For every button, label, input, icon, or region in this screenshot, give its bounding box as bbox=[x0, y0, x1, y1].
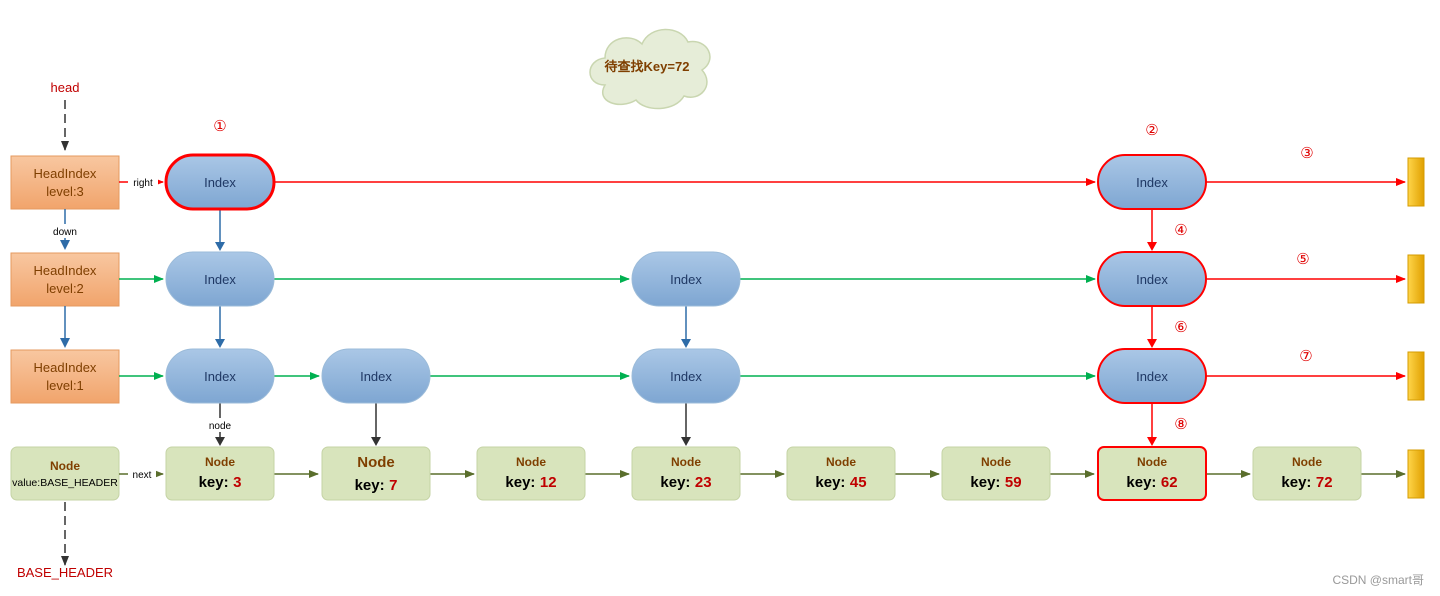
svg-text:key: 12: key: 12 bbox=[505, 474, 556, 491]
node-62: Node key: 62 bbox=[1097, 446, 1207, 501]
node-key-label: key: bbox=[815, 474, 845, 491]
index-l3-a: Index bbox=[164, 153, 276, 211]
index-label: Index bbox=[1136, 272, 1168, 287]
index-label: Index bbox=[670, 369, 702, 384]
node-title: Node bbox=[357, 454, 395, 471]
down-label: down bbox=[53, 227, 77, 238]
node-key-value: 7 bbox=[389, 477, 397, 494]
node-key-label: key: bbox=[505, 474, 535, 491]
node-key-label: key: bbox=[1126, 474, 1156, 491]
index-label: Index bbox=[1136, 369, 1168, 384]
watermark: CSDN @smart哥 bbox=[1332, 573, 1424, 587]
node-key-value: 3 bbox=[233, 474, 241, 491]
node-45: Node key: 45 bbox=[786, 446, 896, 501]
index-l1-g: Index bbox=[1097, 348, 1207, 404]
head-index-level: level:1 bbox=[46, 378, 84, 393]
step-8: ⑧ bbox=[1174, 416, 1187, 433]
step-5: ⑤ bbox=[1296, 251, 1309, 268]
node-title: Node bbox=[671, 455, 701, 469]
node-title: Node bbox=[981, 455, 1011, 469]
index-label: Index bbox=[204, 175, 236, 190]
index-label: Index bbox=[670, 272, 702, 287]
svg-text:key: 45: key: 45 bbox=[815, 474, 866, 491]
node-title: Node bbox=[1137, 455, 1167, 469]
step-7: ⑦ bbox=[1299, 348, 1312, 365]
head-index-level: level:2 bbox=[46, 281, 84, 296]
node-title: Node bbox=[1292, 455, 1322, 469]
index-l2-d: Index bbox=[631, 251, 741, 307]
node-23: Node key: 23 bbox=[631, 446, 741, 501]
node-key-value: 12 bbox=[540, 474, 557, 491]
node-key-value: 62 bbox=[1161, 474, 1178, 491]
node-key-value: 23 bbox=[695, 474, 712, 491]
head-index-level3: HeadIndex level:3 bbox=[10, 155, 120, 210]
index-l1-b: Index bbox=[321, 348, 431, 404]
header-node-value: value:BASE_HEADER bbox=[12, 477, 118, 489]
node-12: Node key: 12 bbox=[476, 446, 586, 501]
step-1: ① bbox=[213, 118, 226, 135]
header-node-title: Node bbox=[50, 459, 80, 473]
head-index-title: HeadIndex bbox=[34, 263, 97, 278]
step-4: ④ bbox=[1174, 222, 1187, 239]
tail-marker-l3 bbox=[1407, 157, 1425, 207]
node-key-label: key: bbox=[199, 474, 229, 491]
node-title: Node bbox=[205, 455, 235, 469]
step-6: ⑥ bbox=[1174, 319, 1187, 336]
node-72: Node key: 72 bbox=[1252, 446, 1362, 501]
node-key-value: 59 bbox=[1005, 474, 1022, 491]
index-l2-a: Index bbox=[165, 251, 275, 307]
head-index-level: level:3 bbox=[46, 184, 84, 199]
node-key-label: key: bbox=[1281, 474, 1311, 491]
head-index-title: HeadIndex bbox=[34, 166, 97, 181]
node-label: node bbox=[209, 421, 232, 432]
step-3: ③ bbox=[1300, 145, 1313, 162]
index-l1-d: Index bbox=[631, 348, 741, 404]
index-label: Index bbox=[360, 369, 392, 384]
cloud-callout: 待查找Key=72 bbox=[589, 28, 711, 110]
index-label: Index bbox=[204, 369, 236, 384]
node-title: Node bbox=[826, 455, 856, 469]
svg-text:key: 3: key: 3 bbox=[199, 474, 242, 491]
index-label: Index bbox=[1136, 175, 1168, 190]
svg-text:key: 62: key: 62 bbox=[1126, 474, 1177, 491]
head-index-title: HeadIndex bbox=[34, 360, 97, 375]
step-2: ② bbox=[1145, 122, 1158, 139]
node-key-label: key: bbox=[660, 474, 690, 491]
node-key-value: 72 bbox=[1316, 474, 1333, 491]
cloud-text: 待查找Key=72 bbox=[604, 59, 690, 74]
index-l2-g: Index bbox=[1097, 251, 1207, 307]
node-key-label: key: bbox=[970, 474, 1000, 491]
head-label: head bbox=[51, 80, 80, 95]
base-header-label: BASE_HEADER bbox=[17, 565, 113, 580]
next-label: next bbox=[133, 470, 152, 481]
tail-marker-l2 bbox=[1407, 254, 1425, 304]
header-node: Node value:BASE_HEADER bbox=[10, 446, 120, 501]
svg-text:key: 72: key: 72 bbox=[1281, 474, 1332, 491]
right-label: right bbox=[133, 178, 153, 189]
node-key-value: 45 bbox=[850, 474, 867, 491]
svg-text:key: 59: key: 59 bbox=[970, 474, 1021, 491]
index-l3-g: Index bbox=[1097, 154, 1207, 210]
node-7: Node key: 7 bbox=[321, 446, 431, 501]
tail-marker-l1 bbox=[1407, 351, 1425, 401]
node-3: Node key: 3 bbox=[165, 446, 275, 501]
index-l1-a: Index bbox=[165, 348, 275, 404]
head-index-level1: HeadIndex level:1 bbox=[10, 349, 120, 404]
tail-marker-nodes bbox=[1407, 449, 1425, 499]
node-59: Node key: 59 bbox=[941, 446, 1051, 501]
node-title: Node bbox=[516, 455, 546, 469]
index-label: Index bbox=[204, 272, 236, 287]
svg-text:key: 7: key: 7 bbox=[355, 477, 398, 494]
svg-text:key: 23: key: 23 bbox=[660, 474, 711, 491]
node-key-label: key: bbox=[355, 477, 385, 494]
head-index-level2: HeadIndex level:2 bbox=[10, 252, 120, 307]
